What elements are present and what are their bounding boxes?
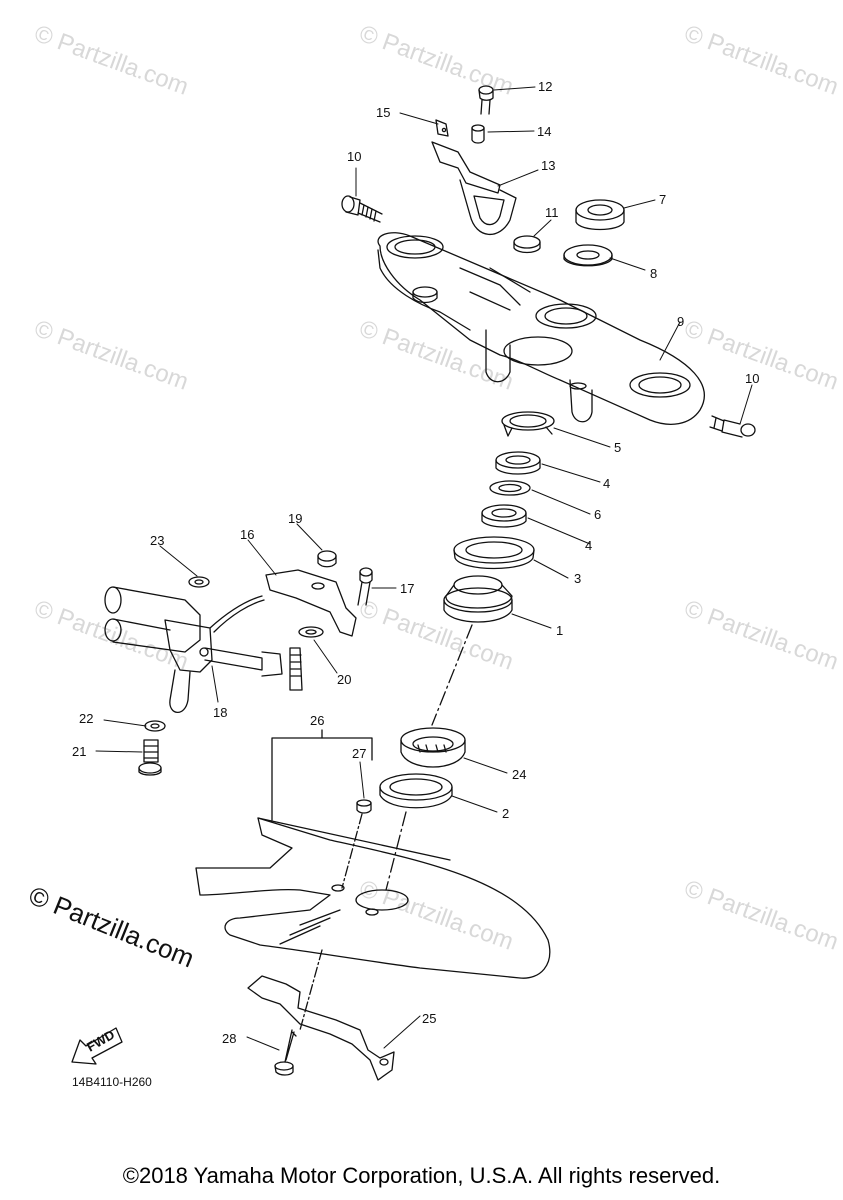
washer-part-22 (144, 720, 166, 732)
steering-damper-part-18 (104, 586, 303, 714)
callout-18: 18 (213, 705, 227, 720)
copyright-notice: ©2018 Yamaha Motor Corporation, U.S.A. A… (122, 1163, 721, 1188)
callout-23: 23 (150, 533, 164, 548)
nut-part-27 (356, 799, 372, 814)
callout-10-right: 10 (745, 371, 759, 386)
under-bracket-part-26 (195, 817, 551, 979)
washer-part-6 (489, 480, 531, 496)
callout-10-left: 10 (347, 149, 361, 164)
callout-7: 7 (659, 192, 666, 207)
bracket-part-13 (431, 119, 517, 236)
callout-6: 6 (594, 507, 601, 522)
bearing-part-24 (400, 727, 466, 768)
callout-25: 25 (422, 1011, 436, 1026)
bearing-race-part-2 (379, 773, 453, 809)
callout-27: 27 (352, 746, 366, 761)
washer-part-20 (298, 626, 324, 638)
bolt-part-21 (138, 739, 162, 776)
callout-labels: 12 14 15 10 13 11 7 8 9 10 5 4 6 4 3 1 2… (72, 79, 759, 1046)
bolt-part-10-right (709, 415, 756, 438)
nut-part-19 (317, 550, 337, 568)
callout-1: 1 (556, 623, 563, 638)
callout-14: 14 (537, 124, 551, 139)
callout-13: 13 (541, 158, 555, 173)
callout-21: 21 (72, 744, 86, 759)
bolt-part-12 (478, 85, 494, 115)
bracket-part-16 (265, 569, 357, 637)
callout-19: 19 (288, 511, 302, 526)
washer-part-23 (188, 576, 210, 588)
callout-15: 15 (376, 105, 390, 120)
ring-nut-part-4-bottom (481, 504, 527, 528)
cap-part-11 (513, 235, 541, 254)
washer-part-8 (563, 244, 613, 267)
fwd-arrow-icon (71, 1027, 123, 1065)
bolt-part-17 (357, 567, 373, 606)
diagram-code: 14B4110-H260 (72, 1075, 152, 1089)
callout-16: 16 (240, 527, 254, 542)
callout-22: 22 (79, 711, 93, 726)
callout-26: 26 (310, 713, 324, 728)
callout-12: 12 (538, 79, 552, 94)
stay-part-25 (247, 975, 395, 1081)
callout-9: 9 (677, 314, 684, 329)
upper-bracket-part-9 (377, 232, 705, 425)
dust-seal-part-3 (453, 536, 535, 570)
washer-part-5 (501, 411, 555, 437)
callout-17: 17 (400, 581, 414, 596)
bolt-part-28 (274, 1029, 297, 1076)
leader-lines (95, 86, 753, 1051)
callout-8: 8 (650, 266, 657, 281)
callout-20: 20 (337, 672, 351, 687)
callout-28: 28 (222, 1031, 236, 1046)
nut-part-7 (575, 199, 625, 231)
callout-5: 5 (614, 440, 621, 455)
callout-2: 2 (502, 806, 509, 821)
bearing-part-1 (443, 575, 513, 623)
bolt-part-10-left (341, 195, 383, 223)
callout-3: 3 (574, 571, 581, 586)
ring-nut-part-4-top (495, 451, 541, 475)
callout-4-bottom: 4 (585, 538, 592, 553)
callout-4-top: 4 (603, 476, 610, 491)
callout-11: 11 (545, 205, 559, 220)
callout-24: 24 (512, 767, 526, 782)
collar-part-14 (471, 124, 485, 144)
